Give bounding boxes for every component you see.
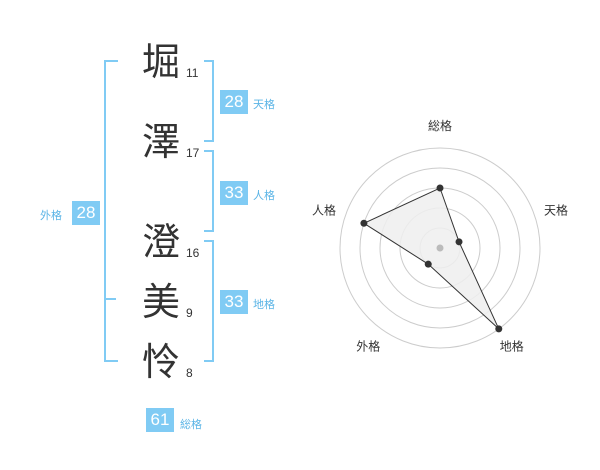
radar-point-4 xyxy=(360,219,368,227)
surname-char-1: 堀 xyxy=(142,40,181,84)
radar-point-3 xyxy=(424,260,432,268)
chikaku-label: 地格 xyxy=(253,298,275,311)
tenkaku-value: 28 xyxy=(220,90,248,114)
radar-point-1 xyxy=(455,238,463,246)
radar-point-2 xyxy=(495,325,503,333)
given-char-3: 怜 xyxy=(142,340,181,384)
given-char-2-strokes: 9 xyxy=(186,306,193,320)
tenkaku-label: 天格 xyxy=(253,98,275,111)
jinkaku-bracket xyxy=(204,150,214,232)
radar-ring xyxy=(339,147,541,349)
chikaku-value: 33 xyxy=(220,290,248,314)
jinkaku-value: 33 xyxy=(220,181,248,205)
soukaku-value: 61 xyxy=(146,408,174,432)
radar-center-dot xyxy=(436,244,444,252)
radar-axis-label-3: 外格 xyxy=(356,339,380,354)
gaikaku-value: 28 xyxy=(72,201,100,225)
given-char-1-strokes: 16 xyxy=(186,246,200,260)
radar-axis-label-4: 人格 xyxy=(312,202,336,217)
soukaku-label: 総格 xyxy=(180,418,202,431)
radar-axis-label-0: 総格 xyxy=(428,118,452,133)
chikaku-bracket xyxy=(204,240,214,362)
radar-point-0 xyxy=(436,184,444,192)
gaikaku-bracket-tick xyxy=(104,298,116,300)
surname-char-1-strokes: 11 xyxy=(186,66,199,80)
jinkaku-label: 人格 xyxy=(253,189,275,202)
surname-char-2: 澤 xyxy=(142,120,181,164)
radar-polygon xyxy=(362,187,500,330)
given-char-3-strokes: 8 xyxy=(186,366,193,380)
radar-axis-label-2: 地格 xyxy=(500,339,524,354)
given-char-1: 澄 xyxy=(142,220,181,264)
gaikaku-bracket xyxy=(104,60,118,362)
given-char-2: 美 xyxy=(142,280,181,324)
gaikaku-label: 外格 xyxy=(40,209,62,222)
surname-char-2-strokes: 17 xyxy=(186,146,200,160)
radar-ring xyxy=(359,167,521,329)
radar-axis-label-1: 天格 xyxy=(544,202,568,217)
tenkaku-bracket xyxy=(204,60,214,142)
